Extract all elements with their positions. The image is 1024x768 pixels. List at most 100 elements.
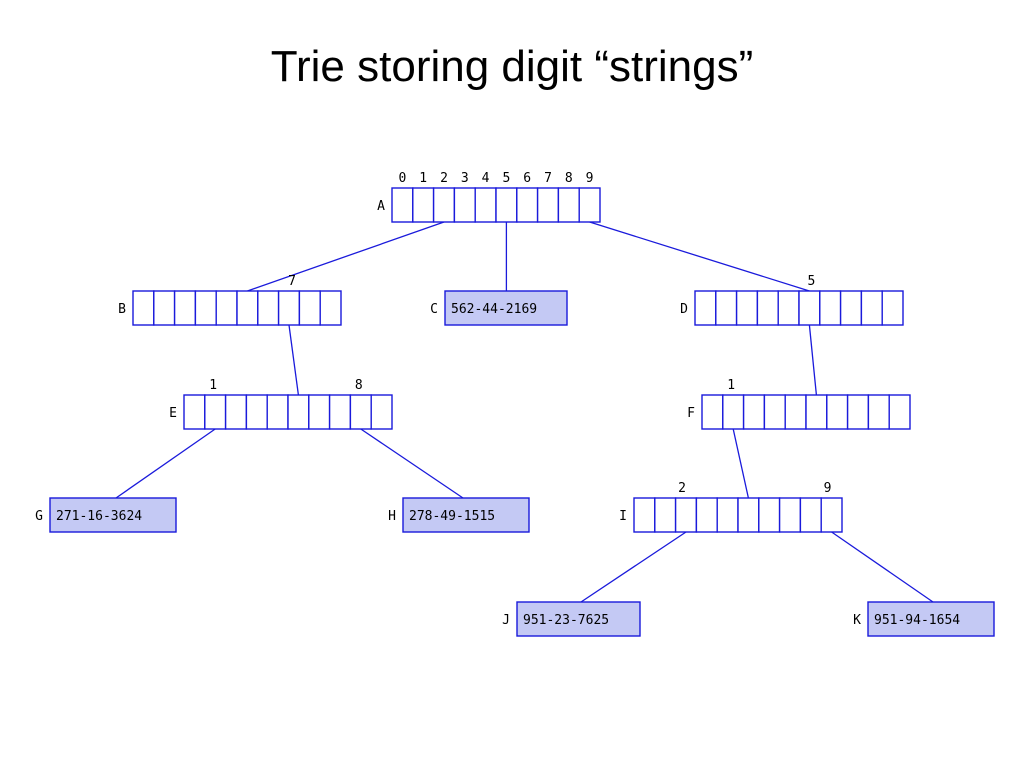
- edge-I-J: [580, 531, 687, 603]
- trie-node-b: B: [118, 290, 342, 326]
- leaf-value: 951-23-7625: [523, 613, 609, 628]
- node-cell: [257, 290, 280, 326]
- edge-digit-label: 1: [727, 378, 735, 393]
- node-cell: [778, 497, 802, 533]
- node-cell: [516, 187, 539, 223]
- node-cell: [194, 290, 217, 326]
- node-cell: [846, 394, 870, 430]
- node-cell: [183, 394, 206, 430]
- edge-D-F: [808, 324, 818, 396]
- digit-header-label: 7: [544, 171, 552, 186]
- edge-F-I: [732, 428, 750, 499]
- node-cell: [860, 290, 883, 326]
- node-cell: [735, 290, 759, 326]
- node-cell: [737, 497, 760, 533]
- node-label: B: [118, 302, 126, 317]
- node-label: A: [377, 199, 385, 214]
- page-title: Trie storing digit “strings”: [270, 42, 754, 91]
- leaf-value: 278-49-1515: [409, 509, 495, 524]
- digit-header-label: 3: [461, 171, 469, 186]
- edge-digit-label: 8: [355, 378, 363, 393]
- node-cell: [578, 187, 601, 223]
- node-label: D: [680, 302, 688, 317]
- node-cell: [474, 187, 497, 223]
- node-cell: [412, 187, 435, 223]
- node-cell: [557, 187, 580, 223]
- leaf-box: [402, 497, 530, 533]
- edge-I-K: [831, 531, 934, 603]
- node-cell: [204, 394, 227, 430]
- node-cell: [694, 290, 717, 326]
- node-label: G: [35, 509, 43, 524]
- node-cell: [633, 497, 656, 533]
- digit-header-label: 0: [398, 171, 406, 186]
- node-cell: [536, 187, 560, 223]
- leaf-box: [867, 601, 995, 637]
- node-cell: [799, 497, 822, 533]
- node-cell: [287, 394, 310, 430]
- node-cell: [742, 394, 766, 430]
- node-cell: [888, 394, 911, 430]
- node-cell: [432, 187, 456, 223]
- leaf-box: [444, 290, 568, 326]
- node-cell: [826, 394, 849, 430]
- node-label: H: [388, 509, 396, 524]
- node-cell: [308, 394, 331, 430]
- node-cell: [819, 290, 842, 326]
- edge-digit-label: 9: [824, 481, 832, 496]
- node-cell: [674, 497, 698, 533]
- node-cell: [298, 290, 321, 326]
- node-cell: [722, 394, 745, 430]
- leaf-box: [516, 601, 641, 637]
- node-cell: [867, 394, 890, 430]
- edge-digit-label: 5: [807, 274, 815, 289]
- digit-header-label: 1: [419, 171, 427, 186]
- node-cell: [453, 187, 476, 223]
- node-cell: [328, 394, 352, 430]
- node-cell: [370, 394, 393, 430]
- node-label: E: [169, 406, 177, 421]
- leaf-value: 562-44-2169: [451, 302, 537, 317]
- trie-node-j: J 951-23-7625: [502, 601, 641, 637]
- node-label: I: [619, 509, 627, 524]
- node-cell: [173, 290, 197, 326]
- node-cell: [839, 290, 863, 326]
- node-cell: [716, 497, 739, 533]
- node-cell: [319, 290, 342, 326]
- edge-E-G: [115, 428, 216, 499]
- node-cell: [758, 497, 781, 533]
- digit-header-label: 8: [565, 171, 573, 186]
- leaf-box: [49, 497, 177, 533]
- node-cell: [798, 290, 821, 326]
- node-cell: [654, 497, 677, 533]
- edge-digit-label: 7: [288, 274, 296, 289]
- node-cell: [153, 290, 176, 326]
- trie-node-a: A: [377, 187, 601, 223]
- edge-A-D: [589, 221, 810, 292]
- node-cell: [777, 290, 800, 326]
- edge-E-H: [360, 428, 464, 499]
- node-label: J: [502, 613, 510, 628]
- node-cell: [881, 290, 904, 326]
- node-cell: [224, 394, 248, 430]
- node-cell: [763, 394, 786, 430]
- node-cell: [784, 394, 807, 430]
- leaf-value: 271-16-3624: [56, 509, 142, 524]
- node-cell: [715, 290, 738, 326]
- digit-header-label: 2: [440, 171, 448, 186]
- node-cell: [245, 394, 268, 430]
- digit-header-label: 6: [523, 171, 531, 186]
- trie-node-i: I: [619, 497, 843, 533]
- node-cell: [701, 394, 724, 430]
- node-cell: [349, 394, 372, 430]
- node-cell: [695, 497, 718, 533]
- leaf-value: 951-94-1654: [874, 613, 960, 628]
- node-cell: [266, 394, 289, 430]
- node-cell: [495, 187, 518, 223]
- node-cell: [756, 290, 779, 326]
